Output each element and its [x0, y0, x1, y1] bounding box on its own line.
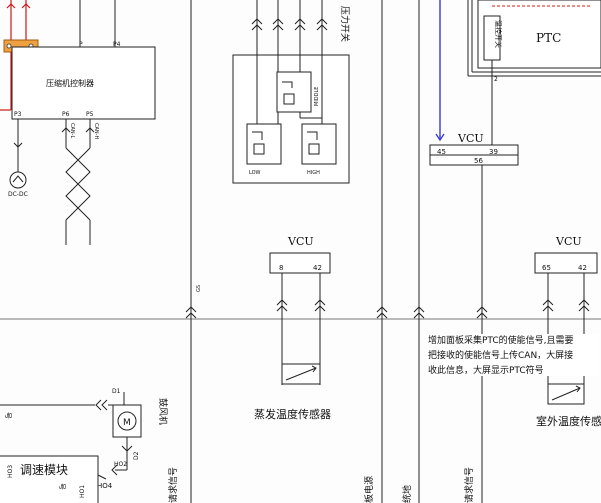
pin-label: P [79, 41, 83, 48]
vcu-top-right: VCU 45 39 56 [429, 132, 519, 503]
motor-symbol [117, 411, 137, 431]
controller-label: 压缩机控制器 [46, 78, 94, 88]
pin-label: P6 [62, 111, 70, 118]
blower-label: 鼓风机 [157, 398, 169, 425]
vcu-middle: VCU 8 42 蒸发温度传感器 [254, 235, 331, 421]
controller-box [11, 46, 156, 120]
pin-label: 42 [578, 264, 587, 272]
hao-label: 号 [58, 483, 66, 490]
request-signal-label-2: 请求信号 [463, 467, 475, 503]
ptc-module: 温控开关 PTC 2 [435, 0, 601, 145]
request-signal-label: 请求信号 [167, 467, 179, 503]
vcu-label: VCU [457, 132, 484, 145]
can-l-label: CAN-L [69, 123, 75, 138]
low-label: LOW [249, 170, 261, 176]
dcdc-label: DC-DC [8, 191, 28, 198]
ho1-label: HO1 [79, 485, 86, 498]
vcu-label: VCU [287, 235, 314, 248]
compressor-controller: 压缩机控制器 P P4 P3 P6 P5 DC-DC CAN-L CAN-H [0, 0, 156, 245]
pin-label: P3 [14, 111, 22, 118]
can-h-label: CAN-H [93, 123, 99, 139]
ho3-label: HO3 [7, 465, 14, 478]
pin-label: 42 [313, 264, 322, 272]
note-line: 增加面板采集PTC的使能信号,且需要 [428, 334, 574, 346]
temp-switch-label: 温控开关 [494, 20, 503, 48]
dcdc-symbol [9, 171, 27, 189]
note-line: 把接收的使能信号上传CAN，大屏接 [428, 349, 573, 361]
hao-label: 号 [4, 412, 12, 419]
vcu-right: VCU 65 42 室外温度传感器 [534, 235, 601, 428]
motor-m-label: M [123, 418, 131, 428]
pin-label: 56 [474, 157, 483, 165]
pressure-switch-label: 压力开关 [339, 6, 351, 42]
pin-label: P4 [113, 41, 121, 48]
d2-label: D2 [133, 451, 140, 460]
ho4-label: HO4 [97, 482, 113, 490]
twisted-pair [65, 147, 91, 221]
middle-label: MIDDLE [314, 87, 320, 106]
pin-label: 65 [542, 264, 551, 272]
gs-label: GS [196, 285, 202, 292]
outdoor-sensor-label: 室外温度传感器 [536, 414, 601, 428]
blower-section: D1 M 鼓风机 D2 HO2 HO4 调速模块 HO3 HO1 号 号 [0, 388, 169, 503]
panel-power-label: 板电源 [363, 476, 375, 503]
vcu-label: VCU [555, 235, 582, 248]
ho2-label: HO2 [114, 461, 127, 468]
pressure-switch: 压力开关 MIDDLE LOW HIGH [232, 0, 351, 184]
pin-label: 8 [279, 264, 283, 272]
note-text: 增加面板采集PTC的使能信号,且需要 把接收的使能信号上传CAN，大屏接 收此信… [427, 334, 599, 376]
evap-sensor-label: 蒸发温度传感器 [254, 407, 331, 421]
pin-label: 45 [437, 148, 446, 156]
d1-label: D1 [112, 388, 121, 395]
ptc-label: PTC [536, 31, 561, 45]
pin-label: 2 [494, 76, 498, 83]
high-label: HIGH [307, 170, 320, 176]
speed-module-box [0, 455, 99, 503]
pin-label: P5 [86, 111, 94, 118]
ground-label: 统地 [401, 485, 413, 503]
note-line: 收此信息，大屏显示PTC符号 [428, 364, 544, 376]
pin-label: 39 [489, 148, 498, 156]
speed-module-label: 调速模块 [20, 463, 68, 477]
